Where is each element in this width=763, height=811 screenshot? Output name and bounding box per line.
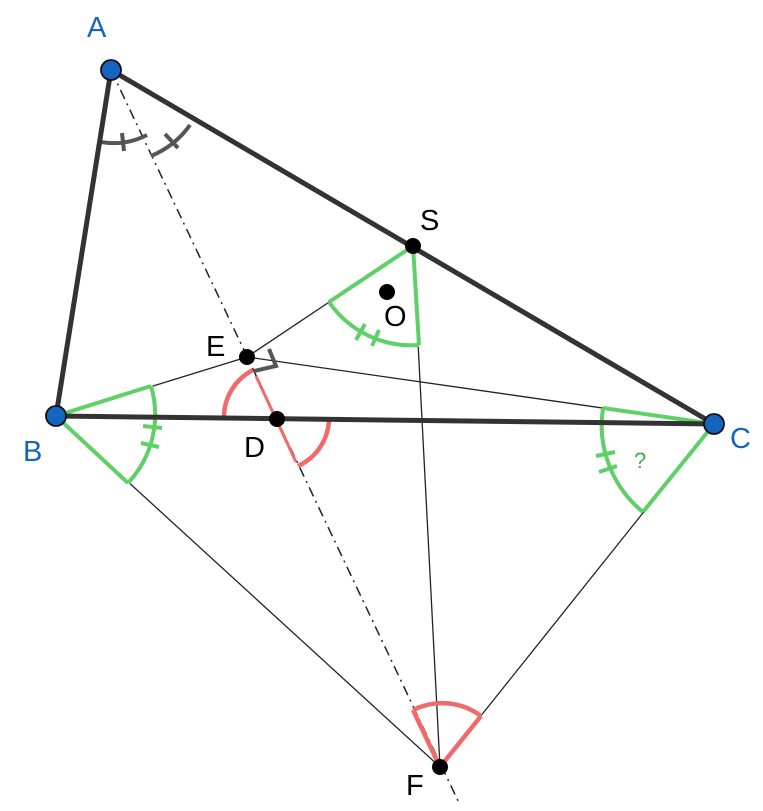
point-O bbox=[379, 284, 395, 300]
point-A bbox=[100, 59, 122, 81]
label-A: A bbox=[87, 12, 107, 44]
angle-C-tick-1 bbox=[595, 450, 616, 458]
angle-F-arc bbox=[411, 700, 483, 718]
angle-D-arc-lower bbox=[297, 418, 332, 469]
point-D bbox=[269, 411, 285, 427]
angle-S-tick-2 bbox=[370, 329, 381, 347]
label-S: S bbox=[420, 205, 439, 237]
angle-C-side-2 bbox=[641, 422, 716, 514]
angle-S-side-1 bbox=[327, 244, 415, 304]
angle-F-side-2 bbox=[410, 709, 443, 768]
angle-D-arc-upper bbox=[221, 367, 255, 418]
label-D: D bbox=[244, 432, 265, 464]
angle-A-tick-1 bbox=[120, 132, 126, 152]
point-S bbox=[405, 238, 421, 254]
angle-C-tick-2 bbox=[598, 464, 618, 474]
angle-B-arc bbox=[126, 385, 158, 485]
angle-A-tick-2 bbox=[163, 132, 180, 150]
angle-A-marks bbox=[100, 123, 192, 158]
angle-B-side-2 bbox=[54, 414, 130, 485]
side-AB bbox=[53, 67, 114, 419]
angle-B-tick-2 bbox=[140, 441, 160, 449]
red-angle-marks bbox=[221, 367, 483, 769]
angle-S-tick-1 bbox=[354, 323, 367, 341]
point-E bbox=[239, 349, 255, 365]
point-B bbox=[45, 405, 67, 427]
points bbox=[45, 59, 725, 775]
point-C bbox=[703, 413, 725, 435]
angle-S-side-2 bbox=[411, 245, 421, 346]
label-C: C bbox=[730, 423, 751, 455]
unknown-angle-label: ? bbox=[634, 448, 646, 473]
point-F bbox=[432, 759, 448, 775]
triangle-ABC bbox=[53, 67, 717, 427]
label-B: B bbox=[23, 436, 42, 468]
side-BC bbox=[53, 413, 717, 427]
label-E: E bbox=[206, 331, 225, 363]
angle-B-tick-1 bbox=[142, 424, 163, 430]
label-O: O bbox=[384, 301, 407, 333]
right-angle-mark-E bbox=[253, 348, 279, 373]
angle-F-side-1 bbox=[438, 714, 483, 769]
angle-B-side-1 bbox=[55, 384, 152, 418]
label-F: F bbox=[406, 770, 424, 802]
angle-S-arc bbox=[327, 300, 420, 348]
angle-bisector-line bbox=[110, 69, 461, 806]
labels: A B C S O E D F ? bbox=[23, 12, 751, 802]
